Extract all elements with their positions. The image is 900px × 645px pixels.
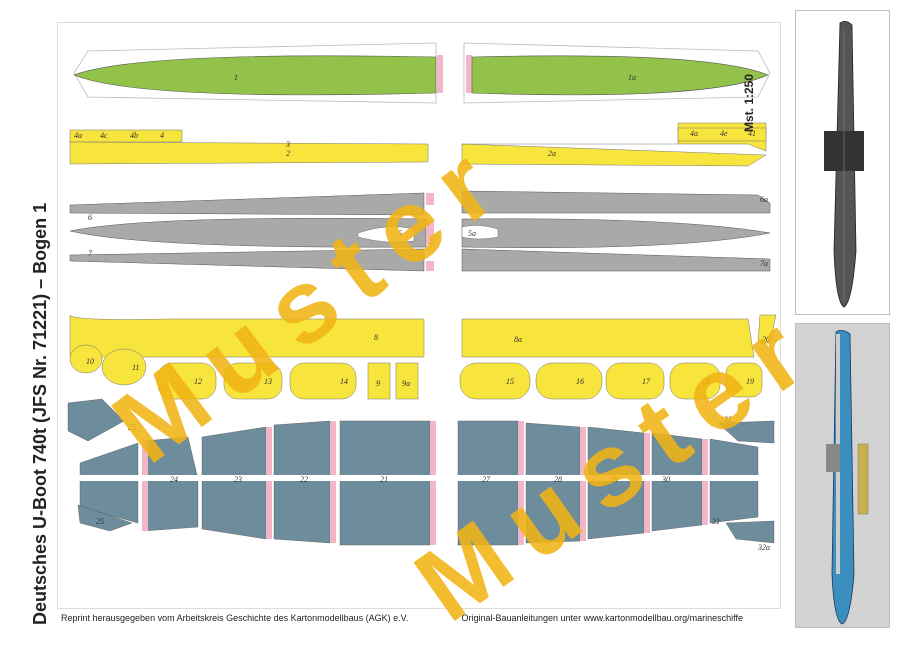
label-part-19: 19 bbox=[746, 377, 754, 386]
label-part-20: 20 bbox=[762, 335, 770, 344]
label-part-18: 18 bbox=[702, 377, 710, 386]
label-part-9a: 9a bbox=[402, 379, 410, 388]
part-1-green-strip bbox=[73, 42, 443, 104]
label-part-22: 22 bbox=[300, 475, 308, 484]
label-part-25-top: 25 bbox=[128, 423, 136, 432]
label-part-41: 41 bbox=[748, 129, 756, 138]
label-part-4c: 4c bbox=[100, 131, 108, 140]
sheet-title: Deutsches U-Boot 740t (JFS Nr. 71221) – … bbox=[30, 202, 50, 625]
part-2-yellow-strip bbox=[69, 129, 429, 165]
blue-panels bbox=[67, 398, 775, 546]
label-part-31: 31 bbox=[712, 517, 720, 526]
label-part-10: 10 bbox=[86, 357, 94, 366]
scale-label: Mst. 1:250 bbox=[742, 73, 756, 132]
label-part-32a: 32a bbox=[758, 543, 770, 552]
footer-website-link[interactable]: www.kartonmodellbau.org/marineschiffe bbox=[583, 613, 743, 623]
label-part-6a: 6a bbox=[760, 195, 768, 204]
submarine-photo-top bbox=[795, 10, 890, 315]
label-part-8: 8 bbox=[374, 333, 378, 342]
label-part-24: 24 bbox=[170, 475, 178, 484]
part-8a-yellow bbox=[461, 314, 777, 358]
label-part-4a: 4a bbox=[74, 131, 82, 140]
label-part-4b: 4b bbox=[130, 131, 138, 140]
label-part-2a: 2a bbox=[548, 149, 556, 158]
label-part-15: 15 bbox=[506, 377, 514, 386]
part-6a-gray-hull bbox=[461, 190, 771, 272]
label-part-25-bottom: 25 bbox=[96, 517, 104, 526]
label-part-5a: 5a bbox=[468, 229, 476, 238]
label-part-27: 27 bbox=[482, 475, 490, 484]
label-part-3: 3 bbox=[286, 140, 290, 149]
submarine-photo-bottom bbox=[795, 323, 890, 628]
submarine-model-image bbox=[826, 330, 869, 625]
label-part-16: 16 bbox=[576, 377, 584, 386]
label-part-1a: 1a bbox=[628, 73, 636, 82]
footer-link-prefix: Original-Bauanleitungen unter bbox=[461, 613, 584, 623]
label-part-21: 21 bbox=[380, 475, 388, 484]
label-part-13: 13 bbox=[264, 377, 272, 386]
label-part-28: 28 bbox=[554, 475, 562, 484]
part-8-yellow bbox=[69, 314, 425, 358]
parts-drawing bbox=[67, 42, 777, 546]
label-part-8a: 8a bbox=[514, 335, 522, 344]
label-part-2: 2 bbox=[286, 149, 290, 158]
label-part-14: 14 bbox=[340, 377, 348, 386]
footer-link-line: Original-Bauanleitungen unter www.karton… bbox=[461, 613, 743, 623]
submarine-side-image bbox=[824, 21, 864, 308]
label-part-7a: 7a bbox=[760, 259, 768, 268]
label-part-6: 6 bbox=[88, 213, 92, 222]
label-part-29: 29 bbox=[610, 475, 618, 484]
label-part-5: 5 bbox=[398, 229, 402, 238]
label-part-23: 23 bbox=[234, 475, 242, 484]
label-part-7: 7 bbox=[88, 249, 92, 258]
label-part-30: 30 bbox=[662, 475, 670, 484]
model-sheet: 1 1a 2 3 2a 4a 4c 4b 4 4a 4e 41 5 5a 6 6… bbox=[57, 22, 781, 609]
footer-reprint-note: Reprint herausgegeben vom Arbeitskreis G… bbox=[61, 613, 409, 623]
round-parts-yellow bbox=[69, 344, 763, 400]
part-6-gray-hull bbox=[69, 192, 434, 272]
label-part-17: 17 bbox=[642, 377, 650, 386]
label-part-1: 1 bbox=[234, 73, 238, 82]
label-part-32: 32 bbox=[724, 415, 732, 424]
label-part-4a-right: 4a bbox=[690, 129, 698, 138]
label-part-4: 4 bbox=[160, 131, 164, 140]
part-1a-green-strip bbox=[463, 42, 771, 104]
part-2a-yellow-strip bbox=[461, 122, 767, 167]
label-part-11: 11 bbox=[132, 363, 140, 372]
label-part-4e: 4e bbox=[720, 129, 728, 138]
label-part-12: 12 bbox=[194, 377, 202, 386]
label-part-9: 9 bbox=[376, 379, 380, 388]
